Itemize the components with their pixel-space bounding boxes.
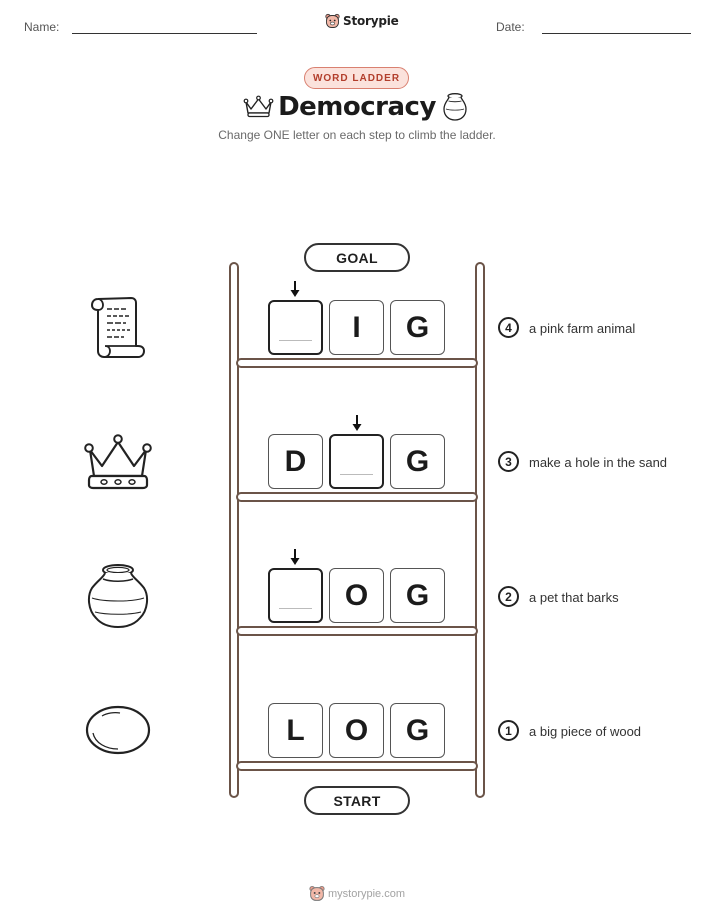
bear-mascot-icon [309,885,325,901]
footer-brand: mystorypie.com [309,885,405,902]
letter-tile: O [329,703,384,758]
scroll-icon [91,297,145,358]
crown-icon [84,434,152,490]
ladder-rail-right [475,262,485,798]
letter-tile: L [268,703,323,758]
step-number: 3 [498,451,519,472]
brand-logo: Storypie [325,13,399,29]
date-label: Date: [496,20,525,34]
letter-tile: G [390,568,445,623]
letter-tile: I [329,300,384,355]
date-field[interactable] [542,33,691,34]
step-number: 1 [498,720,519,741]
pebble-icon [85,705,151,755]
pot-icon [443,93,467,121]
worksheet-title: Democracy [278,92,436,122]
letter-input[interactable] [268,568,323,623]
name-label: Name: [24,20,60,34]
letter-tile: G [390,434,445,489]
ladder-rung [236,358,478,368]
step-number: 2 [498,586,519,607]
start-label: START [304,786,410,815]
ladder-rail-left [229,262,239,798]
step-clue: make a hole in the sand [529,455,668,470]
letter-input[interactable] [268,300,323,355]
step-clue: a big piece of wood [529,724,642,739]
footer-url[interactable]: mystorypie.com [328,887,406,900]
worksheet-tag: WORD LADDER [304,67,409,89]
letter-input[interactable] [329,434,384,489]
step-clue: a pink farm animal [529,321,636,336]
bear-mascot-icon [325,13,340,28]
name-field[interactable] [72,33,257,34]
crown-icon [243,95,274,118]
letter-tile: G [390,300,445,355]
letter-tile: G [390,703,445,758]
ladder-rung [236,626,478,636]
brand-name: Storypie [343,14,399,28]
letter-tile: D [268,434,323,489]
letter-tile: O [329,568,384,623]
instructions: Change ONE letter on each step to climb … [218,128,496,142]
pot-icon [87,564,149,629]
ladder-rung [236,492,478,502]
step-number: 4 [498,317,519,338]
arrow-down-icon [290,549,300,565]
step-clue: a pet that barks [529,590,619,605]
goal-label: GOAL [304,243,410,272]
arrow-down-icon [352,415,362,431]
ladder-rung [236,761,478,771]
arrow-down-icon [290,281,300,297]
